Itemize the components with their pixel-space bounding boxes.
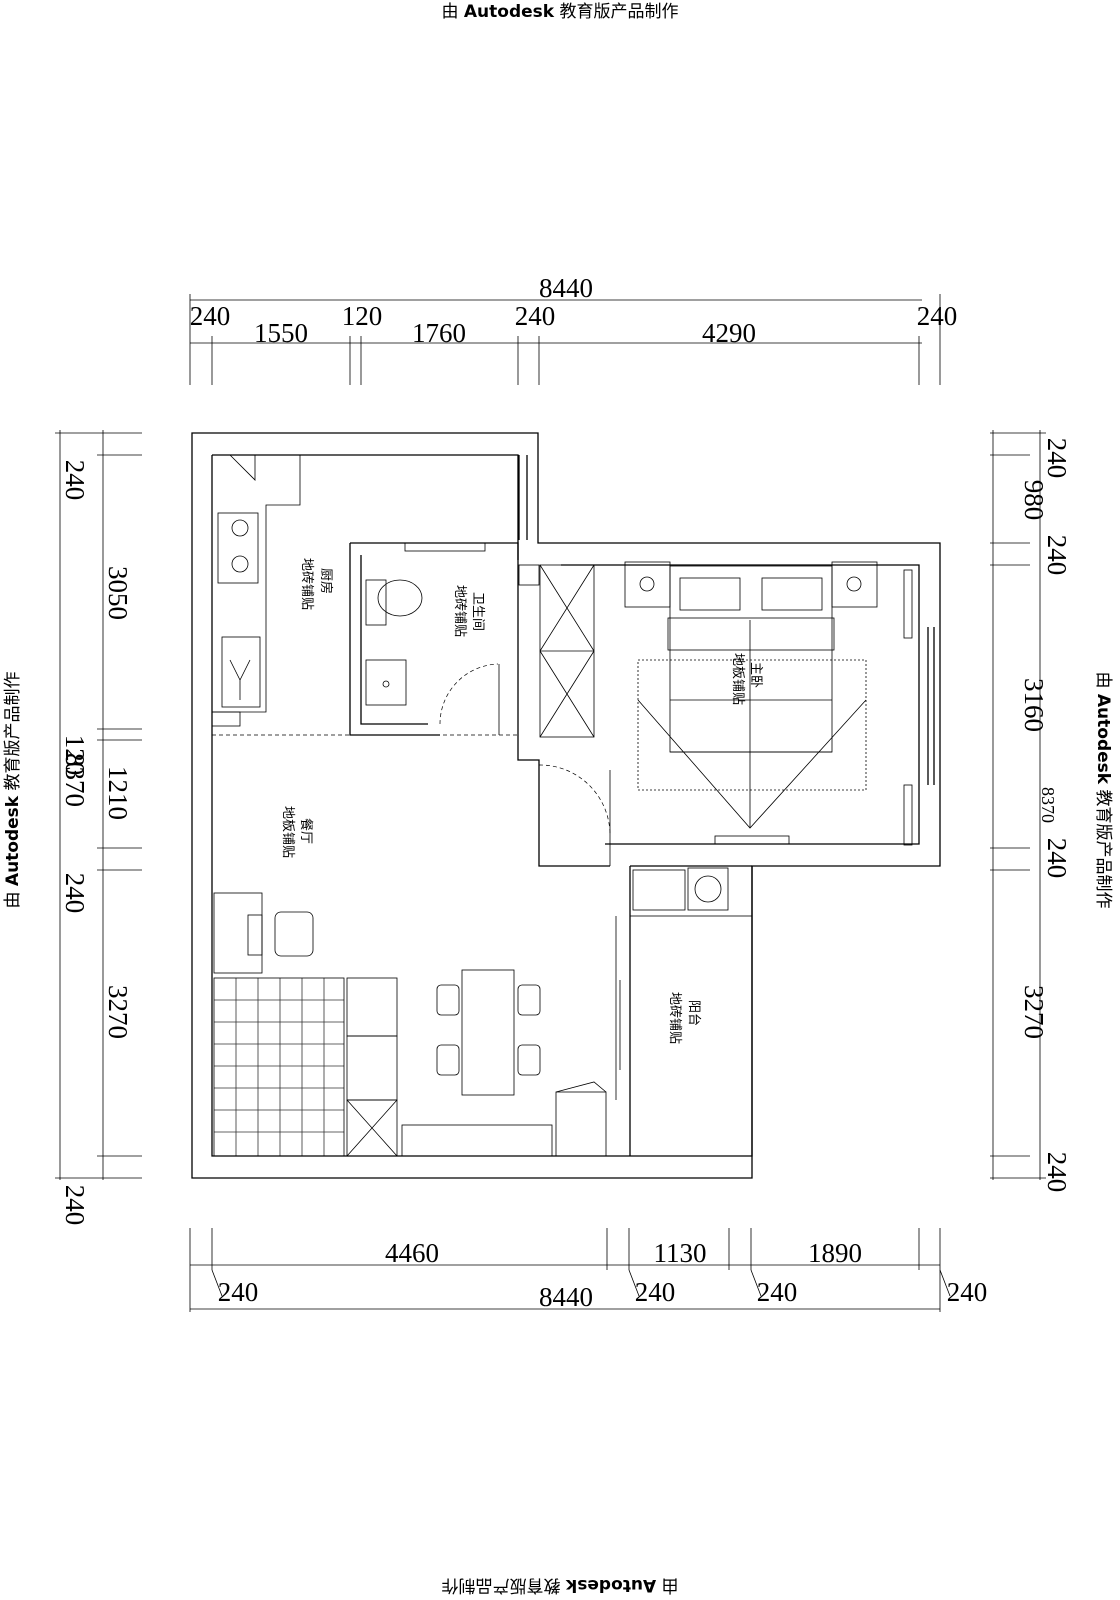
dim-bottom-1130: 1130 xyxy=(654,1238,707,1268)
washing-machine-icon xyxy=(687,867,729,911)
bathroom-sink-icon xyxy=(365,659,407,706)
dim-top-1760: 1760 xyxy=(412,318,466,348)
left-dimensions: 240 3050 120 1210 8370 240 3270 240 xyxy=(55,430,142,1225)
wardrobe xyxy=(518,564,595,738)
dim-bottom-240-d: 240 xyxy=(947,1277,988,1307)
stove-icon xyxy=(217,512,259,584)
bathroom-name: 卫生间 xyxy=(470,592,485,631)
dim-top-240-c: 240 xyxy=(917,301,958,331)
dining-room: 餐厅 地板铺贴 xyxy=(212,734,611,1157)
dim-right-8370: 8370 xyxy=(1038,787,1058,823)
desk-icon xyxy=(213,892,263,974)
rug-icon xyxy=(637,659,867,791)
balcony-name: 阳台 xyxy=(686,1000,701,1026)
chair-icon xyxy=(274,911,314,957)
master-bedroom: 主卧 地板铺贴 xyxy=(624,561,935,846)
dim-right-240-d: 240 xyxy=(1042,1152,1072,1193)
top-dimensions: 8440 240 120 240 240 1550 1760 4290 xyxy=(189,273,958,385)
watermark-left: 由 Autodesk 教育版产品制作 xyxy=(3,671,23,908)
right-dimensions: 240 980 240 3160 8370 240 3270 240 xyxy=(990,430,1072,1192)
bathroom-floor: 地砖铺贴 xyxy=(452,585,467,637)
balcony: 阳台 地砖铺贴 xyxy=(615,867,753,1157)
dim-top-240-a: 240 xyxy=(190,301,231,331)
bed-icon xyxy=(669,565,833,753)
dim-right-3160: 3160 xyxy=(1019,678,1049,732)
dim-bottom-4460: 4460 xyxy=(385,1238,439,1268)
dim-top-total: 8440 xyxy=(539,273,593,303)
dim-bottom-1890: 1890 xyxy=(808,1238,862,1268)
balcony-floor: 地砖铺贴 xyxy=(667,992,682,1044)
dim-bottom-240-a: 240 xyxy=(218,1277,259,1307)
dim-top-240-b: 240 xyxy=(515,301,556,331)
kitchen-name: 厨房 xyxy=(318,568,334,594)
dim-right-980: 980 xyxy=(1019,480,1049,521)
svg-text:由 Autodesk 教育版产品制作: 由 Autodesk 教育版产品制作 xyxy=(3,671,23,908)
bottom-dimensions: 4460 1130 1890 240 240 240 240 8440 xyxy=(189,1228,988,1312)
toilet-icon xyxy=(365,579,387,626)
dim-left-120: 120 xyxy=(60,735,90,776)
dim-bottom-240-c: 240 xyxy=(757,1277,798,1307)
svg-text:由 Autodesk 教育版产品制作: 由 Autodesk 教育版产品制作 xyxy=(1093,671,1113,908)
kitchen: 厨房 地砖铺贴 xyxy=(211,454,334,727)
kitchen-floor: 地砖铺贴 xyxy=(299,558,314,610)
dim-right-240-b: 240 xyxy=(1042,535,1072,576)
bathroom: 卫生间 地砖铺贴 xyxy=(349,542,519,736)
dim-bottom-240-b: 240 xyxy=(635,1277,676,1307)
dim-top-4290: 4290 xyxy=(702,318,756,348)
svg-text:由 Autodesk 教育版产品制作: 由 Autodesk 教育版产品制作 xyxy=(441,2,678,22)
dim-left-240-a: 240 xyxy=(60,460,90,501)
dim-right-3270: 3270 xyxy=(1019,985,1049,1039)
dim-top-1550: 1550 xyxy=(254,318,308,348)
watermark-right: 由 Autodesk 教育版产品制作 xyxy=(1093,671,1113,908)
dim-right-240-a: 240 xyxy=(1042,438,1072,479)
master-bedroom-floor: 地板铺贴 xyxy=(730,653,745,705)
svg-text:由 Autodesk 教育版产品制作: 由 Autodesk 教育版产品制作 xyxy=(441,1575,678,1595)
dim-left-3270: 3270 xyxy=(103,985,133,1039)
dim-left-240-c: 240 xyxy=(60,1185,90,1226)
dining-table-icon xyxy=(461,969,515,1096)
dim-left-3050: 3050 xyxy=(103,566,133,620)
dim-left-240-b: 240 xyxy=(60,873,90,914)
dim-bottom-total: 8440 xyxy=(539,1282,593,1312)
master-bedroom-name: 主卧 xyxy=(748,662,763,688)
kitchen-sink-icon xyxy=(221,636,261,708)
rug-pattern xyxy=(213,977,345,1157)
watermark-bottom: 由 Autodesk 教育版产品制作 xyxy=(441,1575,678,1595)
dim-left-8370: 8370 xyxy=(60,753,90,807)
watermark-top: 由 Autodesk 教育版产品制作 xyxy=(441,2,678,22)
dining-floor: 地板铺贴 xyxy=(280,806,295,858)
dim-right-240-c: 240 xyxy=(1042,838,1072,879)
dining-name: 餐厅 xyxy=(298,818,314,844)
dim-top-120: 120 xyxy=(342,301,383,331)
dim-left-1210: 1210 xyxy=(103,766,133,820)
